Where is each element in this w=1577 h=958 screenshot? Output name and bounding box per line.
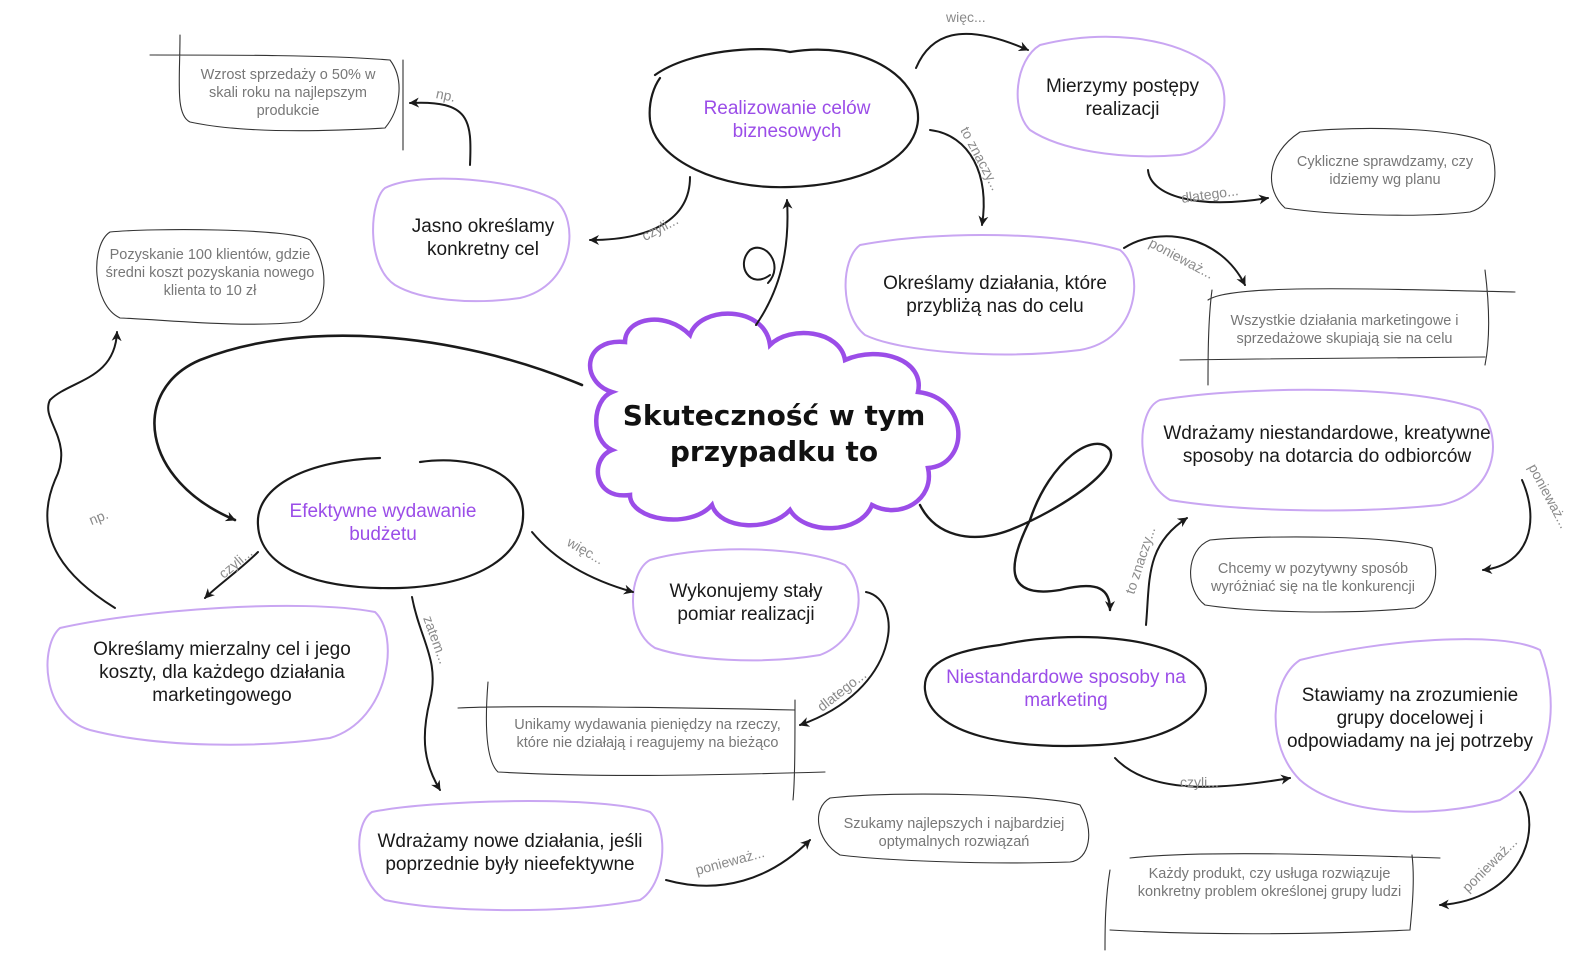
- arrow-budget-to-new-actions: [411, 596, 441, 791]
- creative-text: Wdrażamy niestandardowe, kreatywne sposo…: [1163, 423, 1491, 468]
- marketing-node-shape: [923, 635, 1207, 748]
- creative-reason-note: [1190, 536, 1437, 613]
- measure-reason-note: [457, 681, 826, 801]
- loop-center-to-goals: [743, 246, 776, 284]
- budget-title: Efektywne wydawanie budżetu: [289, 501, 477, 546]
- arrow-actions-to-reason: [1123, 235, 1246, 286]
- connector-wiec-2: więc...: [564, 533, 607, 567]
- arrow-measurable-to-example: [46, 331, 122, 609]
- goals-title: Realizowanie celów biznesowych: [703, 98, 871, 143]
- arrow-marketing-to-creative: [1145, 517, 1188, 626]
- new-actions-text: Wdrażamy nowe działania, jeśli poprzedni…: [377, 831, 643, 876]
- goals-node-shape: [648, 48, 920, 189]
- actions-reason-note: [1179, 269, 1516, 386]
- connector-czyli-2: czyli...: [215, 544, 255, 581]
- arrow-budget-to-measure: [531, 531, 634, 595]
- arrow-marketing-to-audience: [1114, 757, 1291, 788]
- connector-poniewaz-4: ponieważ...: [1459, 834, 1520, 895]
- arrow-specific-goal-to-example: [409, 97, 472, 166]
- example2-note-shape: [96, 229, 325, 325]
- arrow-audience-to-reason: [1439, 791, 1531, 910]
- center-cloud-shape: [587, 311, 961, 531]
- connector-np-2: np.: [86, 506, 110, 528]
- connector-poniewaz-2: ponieważ...: [694, 844, 767, 878]
- connector-to-znaczy-1: to znaczy...: [957, 124, 1004, 193]
- arrow-budget-to-measurable: [204, 551, 259, 599]
- new-actions-reason-text: Szukamy najlepszych i najbardziej optyma…: [843, 816, 1065, 851]
- new-actions-shape: [358, 800, 664, 912]
- actions-shape: [844, 234, 1136, 356]
- measure-text: Wykonujemy stały pomiar realizacji: [669, 581, 823, 626]
- actions-reason-text: Wszystkie działania marketingowe i sprze…: [1230, 313, 1459, 348]
- progress-text: Mierzymy postępy realizacji: [1045, 76, 1200, 121]
- arrow-goals-to-specific-goal: [589, 176, 691, 245]
- specific-goal-shape: [372, 177, 571, 303]
- connector-poniewaz-3: ponieważ...: [1525, 461, 1572, 531]
- audience-text: Stawiamy na zrozumienie grupy docelowej …: [1286, 685, 1534, 753]
- specific-goal-example-text: Wzrost sprzedaży o 50% w skali roku na n…: [200, 67, 376, 120]
- line-center-to-goals: [755, 199, 793, 326]
- connector-poniewaz-1: ponieważ...: [1147, 235, 1217, 282]
- example1-note-shape: [149, 34, 404, 151]
- progress-reason-note: [1270, 127, 1496, 216]
- arrow-progress-to-reason: [1147, 169, 1269, 205]
- marketing-title: Niestandardowe sposoby na marketing: [946, 667, 1186, 712]
- budget-node-shape: [256, 456, 525, 590]
- connector-dlatego-1: dlatego...: [1180, 182, 1239, 206]
- audience-shape: [1274, 638, 1552, 813]
- measurable-text: Określamy mierzalny cel i jego koszty, d…: [93, 639, 351, 707]
- actions-text: Określamy działania, które przybliżą nas…: [883, 273, 1107, 318]
- arrow-measure-to-reason: [799, 591, 890, 727]
- creative-shape: [1141, 388, 1494, 512]
- arrow-goals-to-progress: [915, 32, 1029, 69]
- connector-wiec-1: więc...: [945, 9, 986, 25]
- audience-reason-note: [1104, 853, 1441, 951]
- measure-reason-text: Unikamy wydawania pieniędzy na rzeczy, k…: [514, 717, 781, 752]
- new-actions-reason-note: [817, 793, 1090, 864]
- measurable-example-text: Pozyskanie 100 klientów, gdzie średni ko…: [105, 247, 315, 300]
- measurable-shape: [46, 604, 389, 746]
- arrow-goals-to-actions: [929, 129, 989, 226]
- progress-shape: [1016, 35, 1226, 158]
- arrow-creative-to-reason: [1482, 479, 1532, 575]
- connector-czyli-3: czyli...: [1180, 774, 1219, 790]
- connector-czyli-1: czyli...: [639, 211, 681, 243]
- progress-reason-text: Cykliczne sprawdzamy, czy idziemy wg pla…: [1296, 154, 1474, 189]
- specific-goal-text: Jasno określamy konkretny cel: [411, 216, 555, 261]
- connector-dlatego-2: dlatego...: [814, 666, 869, 714]
- connector-np-1: np.: [435, 85, 457, 105]
- audience-reason-text: Każdy produkt, czy usługa rozwiązuje kon…: [1137, 866, 1402, 901]
- line-center-to-budget: [153, 334, 584, 522]
- arrow-new-actions-to-reason: [665, 839, 811, 887]
- center-title: Skuteczność w tym przypadku to: [622, 399, 926, 469]
- measure-shape: [632, 548, 860, 662]
- creative-reason-text: Chcemy w pozytywny sposób wyróżniać się …: [1211, 561, 1415, 596]
- line-center-to-marketing: [918, 442, 1115, 612]
